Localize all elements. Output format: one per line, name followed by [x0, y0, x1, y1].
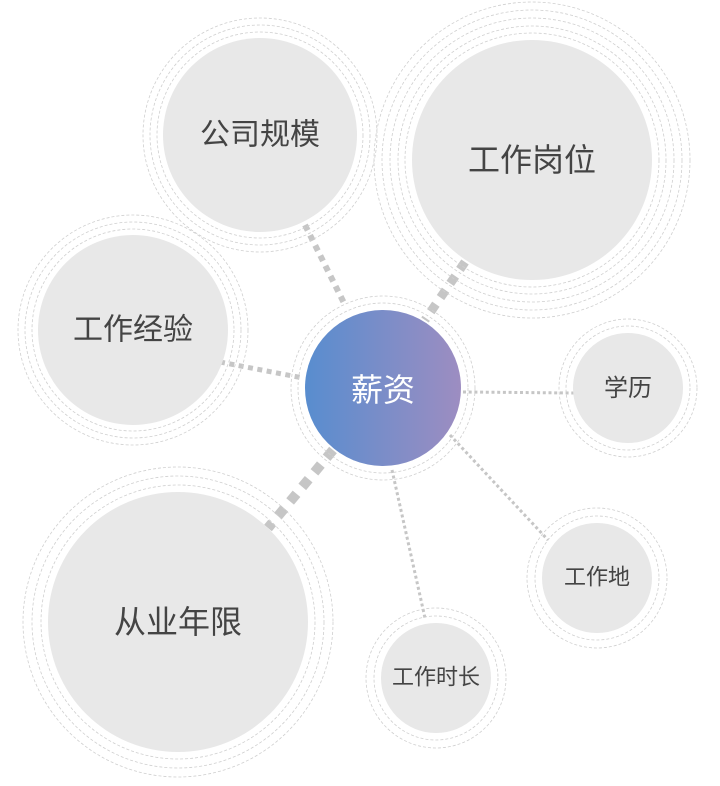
ring: [404, 32, 660, 288]
link-working-hours: [390, 469, 427, 619]
node-circle: [542, 523, 652, 633]
ring: [31, 475, 325, 769]
ring: [290, 295, 476, 481]
center-label: 薪资: [351, 371, 415, 409]
node-years-in-industry[interactable]: 从业年限: [22, 466, 334, 778]
link-work-experience: [219, 359, 304, 381]
node-company-size[interactable]: 公司规模: [142, 17, 378, 253]
link-job-position: [421, 259, 469, 323]
ring: [558, 318, 698, 458]
node-label: 从业年限: [114, 603, 242, 641]
links: [219, 223, 576, 619]
link-years-in-industry: [264, 446, 337, 532]
node-work-experience[interactable]: 工作经验: [17, 214, 249, 446]
node-label: 学历: [604, 374, 652, 402]
node-circle: [48, 492, 308, 752]
ring: [373, 615, 499, 741]
ring: [297, 302, 469, 474]
node-education[interactable]: 学历: [558, 318, 698, 458]
ring: [40, 484, 316, 760]
ring: [389, 17, 675, 303]
link-education: [462, 390, 576, 395]
node-label: 工作经验: [73, 313, 193, 348]
node-label: 工作地: [564, 566, 630, 591]
ring: [565, 325, 691, 451]
node-circle: [381, 623, 491, 733]
node-work-location[interactable]: 工作地: [526, 507, 668, 649]
ring: [149, 24, 371, 246]
ring: [156, 31, 364, 239]
node-label: 工作岗位: [468, 141, 596, 179]
node-circle: [412, 40, 652, 280]
node-label: 公司规模: [200, 118, 320, 153]
ring: [22, 466, 334, 778]
node-job-position[interactable]: 工作岗位: [373, 1, 691, 319]
node-circle: [163, 38, 357, 232]
ring: [373, 1, 691, 319]
ring: [397, 25, 667, 295]
ring: [17, 214, 249, 446]
center-node: 薪资: [290, 295, 476, 481]
ring: [534, 515, 660, 641]
link-work-location: [448, 433, 550, 542]
ring: [24, 221, 242, 439]
ring: [381, 9, 683, 311]
node-label: 工作时长: [392, 666, 480, 691]
node-circle: [573, 333, 683, 443]
center-circle[interactable]: [305, 310, 461, 466]
node-circle: [38, 235, 228, 425]
ring: [31, 228, 235, 432]
link-company-size: [302, 223, 348, 307]
ring: [526, 507, 668, 649]
ring: [142, 17, 378, 253]
ring: [365, 607, 507, 749]
node-working-hours[interactable]: 工作时长: [365, 607, 507, 749]
